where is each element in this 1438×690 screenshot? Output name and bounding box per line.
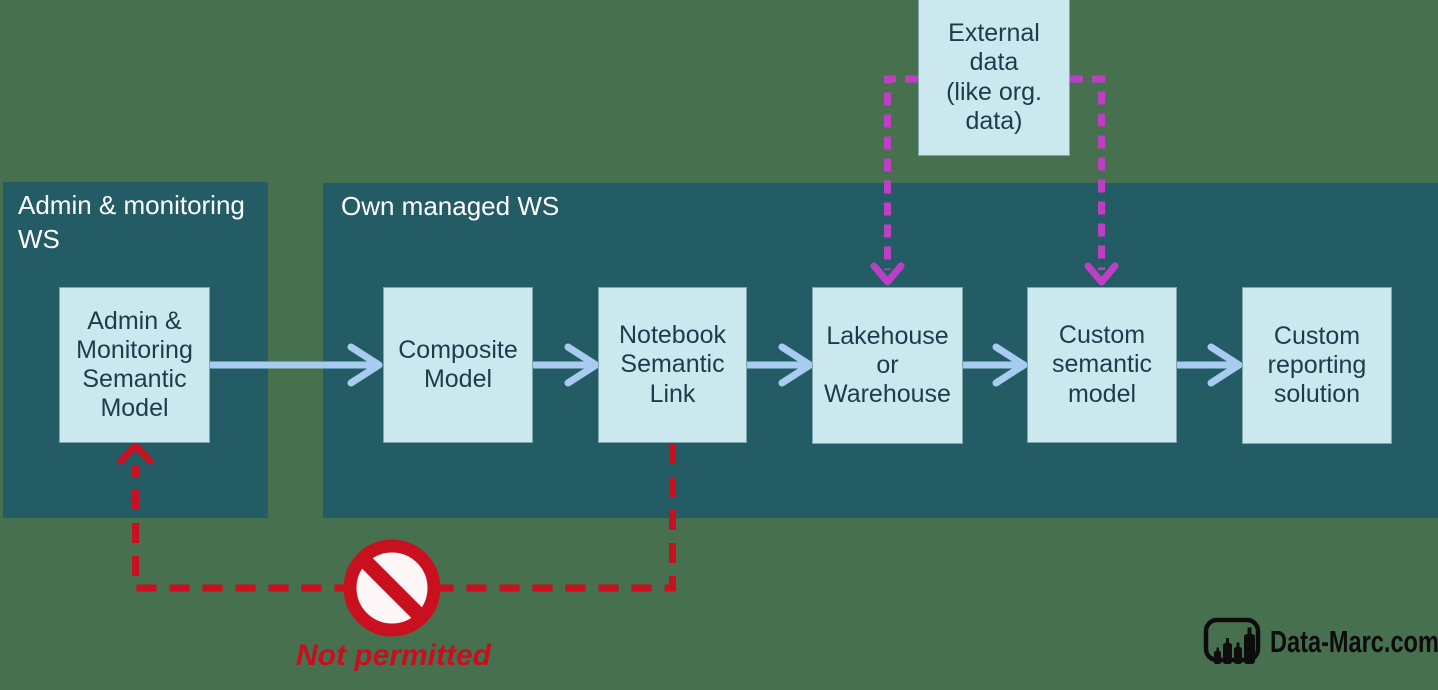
node-label: Notebook Semantic Link: [618, 321, 727, 408]
node-label: Custom reporting solution: [1267, 321, 1367, 409]
panel-admin-title: Admin & monitoring WS: [18, 190, 245, 254]
panel-own-title: Own managed WS: [341, 191, 560, 221]
node-label: External data (like org. data): [946, 19, 1042, 135]
datamarc-logo-text: Data-Marc.com: [1270, 624, 1438, 659]
node-custom-reporting-solution: Custom reporting solution: [1242, 287, 1392, 444]
node-label: Admin & Monitoring Semantic Model: [76, 306, 193, 423]
node-admin-monitoring-semantic-model: Admin & Monitoring Semantic Model: [59, 287, 210, 443]
node-composite-model: Composite Model: [383, 287, 533, 443]
no-entry-icon: [343, 539, 441, 637]
datamarc-logo-icon: [1203, 617, 1261, 664]
node-custom-semantic-model: Custom semantic model: [1027, 287, 1177, 443]
datamarc-logo: Data-Marc.com: [1203, 616, 1438, 668]
node-label: Lakehouse or Warehouse: [824, 321, 951, 409]
node-label: Custom semantic model: [1051, 321, 1153, 408]
not-permitted-label: Not permitted: [296, 639, 491, 672]
node-external-data: External data (like org. data): [918, 0, 1070, 156]
node-lakehouse-or-warehouse: Lakehouse or Warehouse: [812, 287, 963, 444]
node-label: Composite Model: [398, 335, 518, 393]
node-notebook-semantic-link: Notebook Semantic Link: [598, 287, 747, 443]
